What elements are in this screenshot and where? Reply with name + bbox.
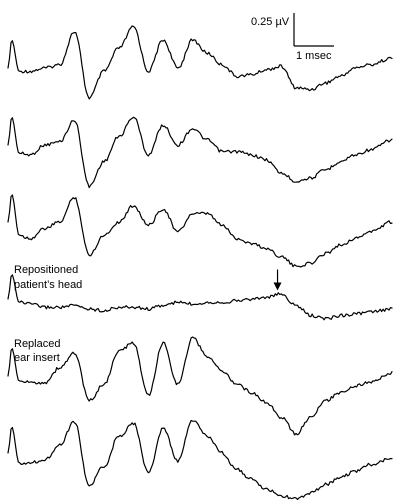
annotation-repositioned-line1: Repositioned [14,264,78,276]
annotations: Repositioned patient’s head Replaced ear… [14,264,82,364]
trace-3 [7,194,393,268]
trace-1 [7,25,393,100]
scale-bar-time-label: 1 msec [296,50,332,62]
trace-4 [7,274,393,321]
trace-6 [7,419,393,500]
trace-2 [7,116,393,189]
scale-bar: 0.25 µV 1 msec [251,13,334,62]
traces-group [7,25,393,500]
arrow-head [273,282,282,291]
annotation-replaced-line1: Replaced [14,338,60,350]
scale-bar-voltage-label: 0.25 µV [251,16,290,28]
annotation-replaced-line2: ear insert [14,352,60,364]
annotation-repositioned-line2: patient’s head [14,279,82,291]
trace-5 [7,336,393,436]
arrow-marker [273,269,282,291]
